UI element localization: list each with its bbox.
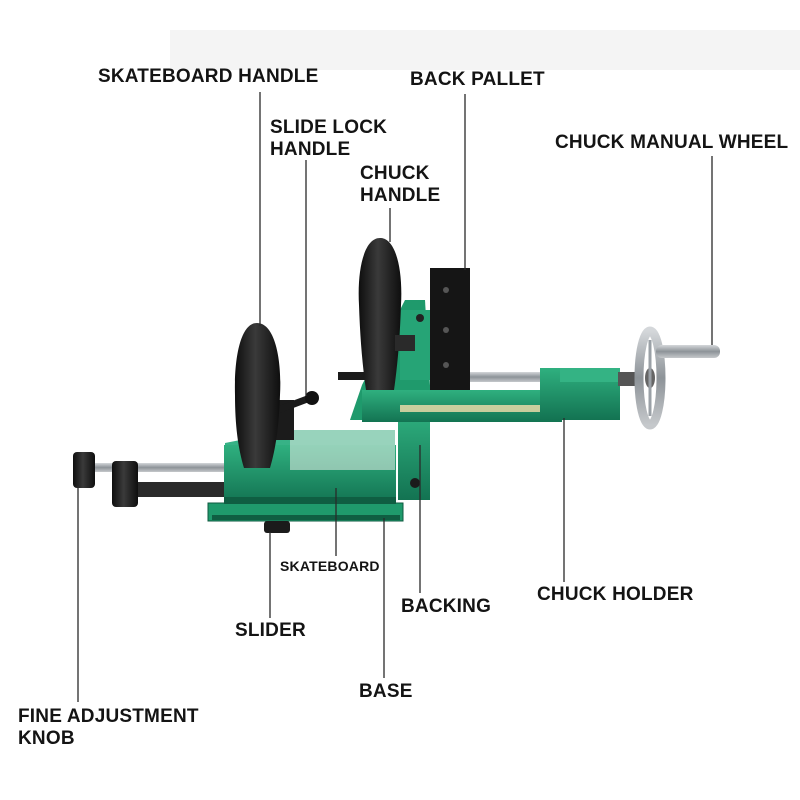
leader-lines bbox=[77, 92, 713, 702]
label-skateboard-handle: SKATEBOARD HANDLE bbox=[98, 66, 319, 87]
label-backing: BACKING bbox=[401, 596, 492, 617]
adjustment-rod-upper bbox=[92, 463, 227, 472]
label-chuck-manual-wheel: CHUCK MANUAL WHEEL bbox=[555, 132, 789, 153]
label-slide-lock-handle-line1: SLIDE LOCK bbox=[270, 117, 388, 138]
label-fine-adjustment-knob-line1: FINE ADJUSTMENT bbox=[18, 706, 199, 727]
chuck-handle-grip bbox=[358, 238, 402, 390]
label-fine-adjustment-knob: FINE ADJUSTMENT KNOB bbox=[18, 706, 199, 750]
slide-lock-knob bbox=[305, 391, 319, 405]
photo-backdrop bbox=[170, 30, 800, 70]
fine-adjustment-knob-right bbox=[112, 461, 138, 507]
wheel-crank-handle bbox=[656, 345, 720, 358]
adjustment-rod-lower bbox=[120, 482, 225, 497]
label-base: BASE bbox=[359, 681, 413, 702]
label-slider: SLIDER bbox=[235, 620, 306, 641]
label-back-pallet: BACK PALLET bbox=[410, 69, 545, 90]
label-chuck-handle-line1: CHUCK bbox=[360, 163, 430, 184]
label-chuck-handle-line2: HANDLE bbox=[360, 185, 441, 206]
skateboard-handle-grip bbox=[234, 323, 281, 468]
label-skateboard: SKATEBOARD bbox=[280, 558, 380, 574]
label-slide-lock-handle: SLIDE LOCK HANDLE bbox=[270, 117, 387, 161]
label-fine-adjustment-knob-line2: KNOB bbox=[18, 728, 75, 749]
slider-foot bbox=[264, 521, 290, 533]
chuck-manual-wheel bbox=[634, 326, 666, 430]
label-chuck-handle: CHUCK HANDLE bbox=[360, 163, 440, 207]
back-pallet-plate bbox=[430, 268, 470, 393]
label-chuck-holder: CHUCK HOLDER bbox=[537, 584, 694, 605]
fine-adjustment-knob-left bbox=[73, 452, 95, 488]
label-slide-lock-handle-line2: HANDLE bbox=[270, 139, 351, 160]
machine-illustration bbox=[73, 238, 720, 533]
